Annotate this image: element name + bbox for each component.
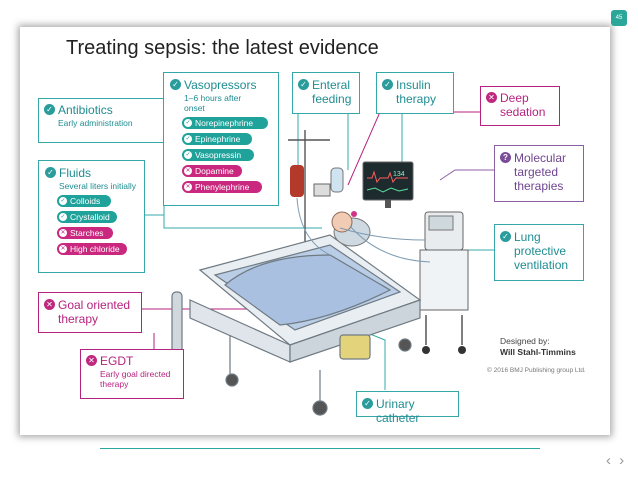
slide-navigation: ‹ ›: [606, 452, 626, 469]
enteral-heading-line2: feeding: [312, 92, 352, 106]
molecular-heading-line3: therapies: [514, 179, 564, 193]
cross-icon: ✕: [486, 92, 497, 103]
check-icon: ✓: [298, 79, 309, 90]
copyright: © 2016 BMJ Publishing group Ltd.: [487, 367, 586, 374]
tubes: [296, 197, 431, 263]
credit-line2: Will Stahl-Timmins: [500, 347, 576, 357]
check-icon: ✓: [170, 79, 181, 90]
check-icon: ✓: [184, 151, 192, 159]
pill-crystalloid: ✓Crystalloid: [57, 211, 117, 223]
page-number-badge: 45: [611, 10, 627, 26]
pill-norepinephrine: ✓Norepinephrine: [182, 117, 268, 129]
cross-icon: ✕: [59, 229, 67, 237]
check-icon: ✓: [184, 135, 192, 143]
check-icon: ✓: [184, 119, 192, 127]
cross-icon: ✕: [184, 167, 192, 175]
cross-icon: ✕: [59, 245, 67, 253]
pill-phenylephrine: ✕Phenylephrine: [182, 181, 262, 193]
cross-icon: ✕: [44, 299, 55, 310]
egdt-sub-line1: Early goal directed: [100, 369, 171, 379]
deep-sedation-heading-line1: Deep: [500, 91, 529, 105]
goal-heading-line1: Goal oriented: [58, 298, 131, 312]
patient-monitor: 134: [362, 161, 414, 208]
pill-dopamine: ✕Dopamine: [182, 165, 242, 177]
check-icon: ✓: [45, 167, 56, 178]
pill-epinephrine: ✓Epinephrine: [182, 133, 252, 145]
monitor-reading: 134: [393, 171, 405, 178]
next-slide-button[interactable]: ›: [619, 452, 627, 469]
goal-heading-line2: therapy: [58, 312, 99, 326]
lung-heading-line2: protective: [514, 244, 567, 258]
credit-line1: Designed by:: [500, 336, 550, 346]
enteral-heading-line1: Enteral: [312, 78, 351, 92]
insulin-heading-line2: therapy: [396, 92, 437, 106]
check-icon: ✓: [59, 213, 67, 221]
egdt-box: ✕EGDT Early goal directed therapy: [80, 349, 184, 399]
check-icon: ✓: [59, 197, 67, 205]
bed: [171, 234, 422, 416]
pill-colloids: ✓Colloids: [57, 195, 111, 207]
antibiotics-sub: Early administration: [58, 118, 133, 128]
deep-sedation-heading-line2: sedation: [500, 105, 546, 119]
pill-starches: ✕Starches: [57, 227, 113, 239]
urinary-catheter-box: ✓Urinary catheter: [356, 391, 459, 425]
vasopressors-sub: 1–6 hours after onset: [184, 93, 242, 113]
lung-heading-line3: ventilation: [514, 258, 569, 272]
lung-heading-line1: Lung: [514, 230, 541, 244]
pill-vasopressin: ✓Vasopressin: [182, 149, 254, 161]
cross-icon: ✕: [86, 355, 97, 366]
patient: [331, 211, 371, 247]
prev-slide-button[interactable]: ‹: [606, 452, 613, 469]
egdt-heading: EGDT: [100, 354, 134, 368]
egdt-sub-line2: therapy: [100, 379, 129, 389]
cross-icon: ✕: [184, 183, 192, 191]
infusion-pump: [313, 183, 331, 197]
vasopressors-heading: Vasopressors: [184, 78, 257, 92]
molecular-heading-line2: targeted: [514, 165, 559, 179]
question-icon: ?: [500, 152, 511, 163]
check-icon: ✓: [44, 104, 55, 115]
antibiotics-heading: Antibiotics: [58, 103, 113, 117]
slide-title: Treating sepsis: the latest evidence: [66, 37, 379, 59]
blood-bag: [290, 165, 304, 197]
vasopressors-box: ✓Vasopressors 1–6 hours after onset ✓Nor…: [163, 72, 279, 206]
check-icon: ✓: [362, 398, 373, 409]
check-icon: ✓: [382, 79, 393, 90]
urinary-heading: Urinary catheter: [376, 397, 420, 425]
insulin-heading-line1: Insulin: [396, 78, 431, 92]
fluids-box: ✓Fluids Several liters initially ✓Colloi…: [38, 160, 145, 273]
designer-credit: Designed by: Will Stahl-Timmins: [500, 336, 576, 358]
fluids-heading: Fluids: [59, 166, 92, 180]
antibiotics-box: ✓Antibiotics Early administration: [38, 98, 165, 143]
iv-pole: [288, 130, 330, 260]
pill-high-chloride: ✕High chloride: [57, 243, 127, 255]
ventilator: [419, 211, 469, 354]
fluid-bag: [330, 167, 344, 193]
footer-divider: [100, 448, 540, 449]
molecular-heading-line1: Molecular: [514, 151, 567, 165]
connector-lines-purple: [439, 169, 494, 181]
check-icon: ✓: [500, 231, 511, 242]
fluids-sub: Several liters initially: [59, 181, 136, 191]
